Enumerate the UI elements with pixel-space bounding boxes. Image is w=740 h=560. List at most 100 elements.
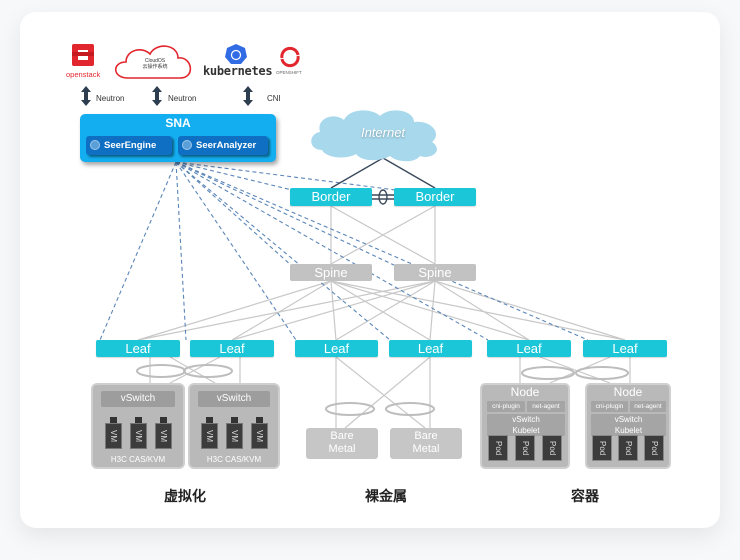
spine-node[interactable]: Spine	[394, 264, 476, 281]
platform-label: H3C CAS/KVM	[206, 455, 262, 464]
border-node[interactable]: Border	[394, 188, 476, 206]
internet-border-link	[330, 157, 384, 189]
sna-controller[interactable]: SNA SeerEngine SeerAnalyzer	[80, 114, 276, 162]
cni-plugin-label: cni-plugin	[591, 401, 628, 412]
seeranalyzer-component[interactable]: SeerAnalyzer	[178, 136, 268, 155]
leaf-baremetal-link	[344, 356, 431, 429]
controller-management-link	[175, 161, 293, 191]
spine-leaf-link	[330, 280, 626, 341]
controller-management-link	[175, 161, 187, 341]
cloudos-label: CloudOS 云操作系统	[130, 58, 180, 70]
cloudos-label-line2: 云操作系统	[142, 64, 168, 70]
lag-rings	[136, 364, 629, 416]
leaf-node[interactable]: Leaf	[295, 340, 378, 357]
bare-metal-label-line2: Metal	[328, 443, 356, 455]
border-spine-link	[330, 205, 436, 265]
internet-border-link	[382, 157, 436, 189]
lag-ring-icon	[378, 189, 388, 205]
controller-management-link	[175, 161, 397, 267]
controller-management-link	[175, 161, 391, 341]
openstack-label: openstack	[66, 70, 101, 79]
leaf-node[interactable]: Leaf	[583, 340, 667, 357]
controller-management-link	[175, 161, 489, 341]
category-containers: 容器	[571, 489, 599, 505]
net-agent-label: net-agent	[527, 401, 565, 412]
pod-label: Pod	[548, 440, 557, 456]
leaf-host-link	[169, 356, 221, 384]
kubelet-label: Kubelet	[591, 425, 666, 436]
pod-icon: Pod	[592, 435, 612, 461]
lag-ring-icon	[575, 366, 629, 380]
leaf-baremetal-link	[335, 356, 426, 429]
spine-leaf-link	[330, 280, 530, 341]
pod-label: Pod	[650, 440, 659, 456]
physical-links	[137, 205, 631, 429]
leaf-node[interactable]: Leaf	[190, 340, 274, 357]
spine-leaf-link	[137, 280, 332, 341]
pod-icon: Pod	[542, 435, 562, 461]
lag-ring-icon	[136, 364, 186, 378]
spine-leaf-link	[137, 280, 436, 341]
spine-leaf-link	[231, 280, 332, 341]
vm-icon: VM	[105, 417, 122, 449]
bidirectional-arrow-icon	[81, 86, 91, 106]
spine-leaf-link	[429, 280, 436, 341]
container-node[interactable]: Node cni-plugin net-agent vSwitch Kubele…	[585, 383, 671, 469]
spine-leaf-link	[330, 280, 431, 341]
pod-label: Pod	[494, 440, 503, 456]
vm-icon: VM	[251, 417, 268, 449]
lag-ring-icon	[521, 366, 575, 380]
leaf-node[interactable]: Leaf	[487, 340, 571, 357]
pod-icon: Pod	[618, 435, 638, 461]
kubernetes-label: kubernetes	[203, 64, 273, 78]
bare-metal-label-line1: Bare	[330, 430, 354, 442]
vm-icon: VM	[226, 417, 243, 449]
pod-icon: Pod	[644, 435, 664, 461]
spine-node[interactable]: Spine	[290, 264, 372, 281]
lag-ring-icon	[385, 402, 435, 416]
internet-links	[330, 157, 436, 205]
leaf-node[interactable]: Leaf	[389, 340, 472, 357]
controller-management-link	[175, 161, 397, 191]
vswitch-label: vSwitch	[487, 414, 565, 425]
openshift-label: OPENSHIFT	[276, 70, 302, 75]
vm-label: VM	[205, 430, 214, 442]
bidirectional-arrow-icon	[152, 86, 162, 106]
leaf-host-link	[169, 356, 216, 384]
spine-leaf-link	[434, 280, 530, 341]
bare-metal-server[interactable]: Bare Metal	[306, 428, 378, 459]
seerengine-component[interactable]: SeerEngine	[86, 136, 172, 155]
kubernetes-logo	[225, 44, 247, 64]
border-node[interactable]: Border	[290, 188, 372, 206]
vswitch-label: vSwitch	[591, 414, 666, 425]
virtualization-host[interactable]: vSwitch VM VM VM H3C CAS/KVM	[188, 383, 280, 469]
pod-label: Pod	[624, 440, 633, 456]
integration-arrows	[81, 86, 253, 106]
leaf-node[interactable]: Leaf	[96, 340, 180, 357]
vm-icon: VM	[130, 417, 147, 449]
cloudos-label-line1: CloudOS	[144, 58, 166, 64]
virtualization-host[interactable]: vSwitch VM VM VM H3C CAS/KVM	[91, 383, 185, 469]
node-title: Node	[613, 385, 643, 399]
seerengine-icon	[90, 140, 100, 150]
kubernetes-link-label: CNI	[267, 94, 281, 103]
kubernetes-icon	[225, 44, 247, 64]
cni-plugin-label: cni-plugin	[487, 401, 525, 412]
container-node[interactable]: Node cni-plugin net-agent vSwitch Kubele…	[480, 383, 570, 469]
controller-management-link	[175, 161, 589, 341]
seerengine-label: SeerEngine	[104, 140, 157, 151]
bare-metal-server[interactable]: Bare Metal	[390, 428, 462, 459]
spine-leaf-link	[335, 280, 436, 341]
bare-metal-label-line2: Metal	[412, 443, 440, 455]
spine-leaf-link	[434, 280, 626, 341]
cloudos-logo-cloud-icon	[114, 45, 192, 79]
vswitch-label: vSwitch	[101, 391, 175, 407]
pod-label: Pod	[598, 440, 607, 456]
cloudos-link-label: Neutron	[168, 94, 197, 103]
bidirectional-arrow-icon	[243, 86, 253, 106]
internet-label: Internet	[360, 125, 406, 140]
openshift-icon	[280, 46, 300, 59]
lag-ring-icon	[325, 402, 375, 416]
vm-label: VM	[134, 430, 143, 442]
bare-metal-label-line1: Bare	[414, 430, 438, 442]
